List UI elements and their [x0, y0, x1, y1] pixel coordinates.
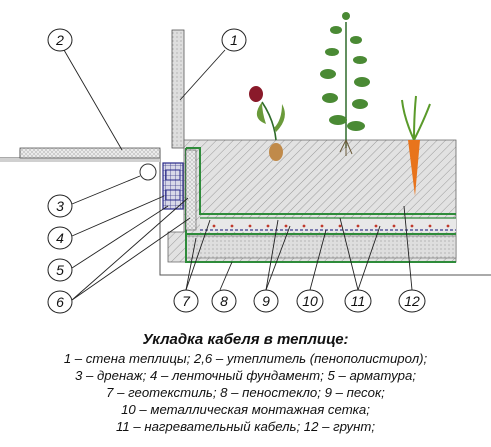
caption-line-3: 7 – геотекстиль; 8 – пеностекло; 9 – пес…: [106, 385, 385, 400]
svg-text:11: 11: [351, 293, 366, 309]
callout-8: 8: [211, 289, 237, 313]
sand-layer: [200, 218, 456, 232]
heating-cable: [212, 224, 450, 228]
outer-insulation: [19, 147, 161, 159]
svg-text:10: 10: [302, 293, 318, 309]
caption-title: Укладка кабеля в теплице:: [142, 331, 349, 348]
svg-text:4: 4: [56, 230, 64, 246]
caption-line-5: 11 – нагревательный кабель; 12 – грунт;: [115, 419, 376, 434]
leader-lines: [63, 49, 413, 301]
svg-text:1: 1: [230, 32, 238, 48]
caption-line-1: 1 – стена теплицы; 2,6 – утеплитель (пен…: [63, 351, 428, 366]
callout-9: 9: [253, 289, 279, 313]
herb-plant: [320, 12, 370, 156]
greenhouse-wall: [171, 29, 185, 149]
caption-line-4: 10 – металлическая монтажная сетка;: [121, 402, 370, 417]
callout-11: 11: [344, 289, 372, 313]
callout-5: 5: [47, 258, 73, 282]
svg-text:7: 7: [182, 293, 191, 309]
svg-text:6: 6: [56, 294, 64, 310]
carrot-plant: [401, 95, 431, 196]
svg-text:12: 12: [404, 293, 420, 309]
callout-3: 3: [47, 194, 73, 218]
callout-4: 4: [47, 226, 73, 250]
drainage-pipe: [139, 163, 157, 181]
callout-7: 7: [173, 289, 199, 313]
foam-glass-layer: [185, 235, 457, 259]
svg-text:5: 5: [56, 262, 64, 278]
svg-text:9: 9: [262, 293, 270, 309]
callout-12: 12: [398, 289, 426, 313]
callout-2: 2: [47, 28, 73, 52]
callout-1: 1: [221, 28, 247, 52]
svg-text:2: 2: [55, 32, 64, 48]
svg-text:3: 3: [56, 198, 64, 214]
callout-6: 6: [47, 290, 73, 314]
strip-foundation: [162, 162, 184, 210]
tulip-plant: [249, 86, 285, 161]
caption-line-2: 3 – дренаж; 4 – ленточный фундамент; 5 –…: [75, 368, 416, 383]
svg-text:8: 8: [220, 293, 228, 309]
inner-insulation: [185, 149, 197, 231]
callout-10: 10: [296, 289, 324, 313]
